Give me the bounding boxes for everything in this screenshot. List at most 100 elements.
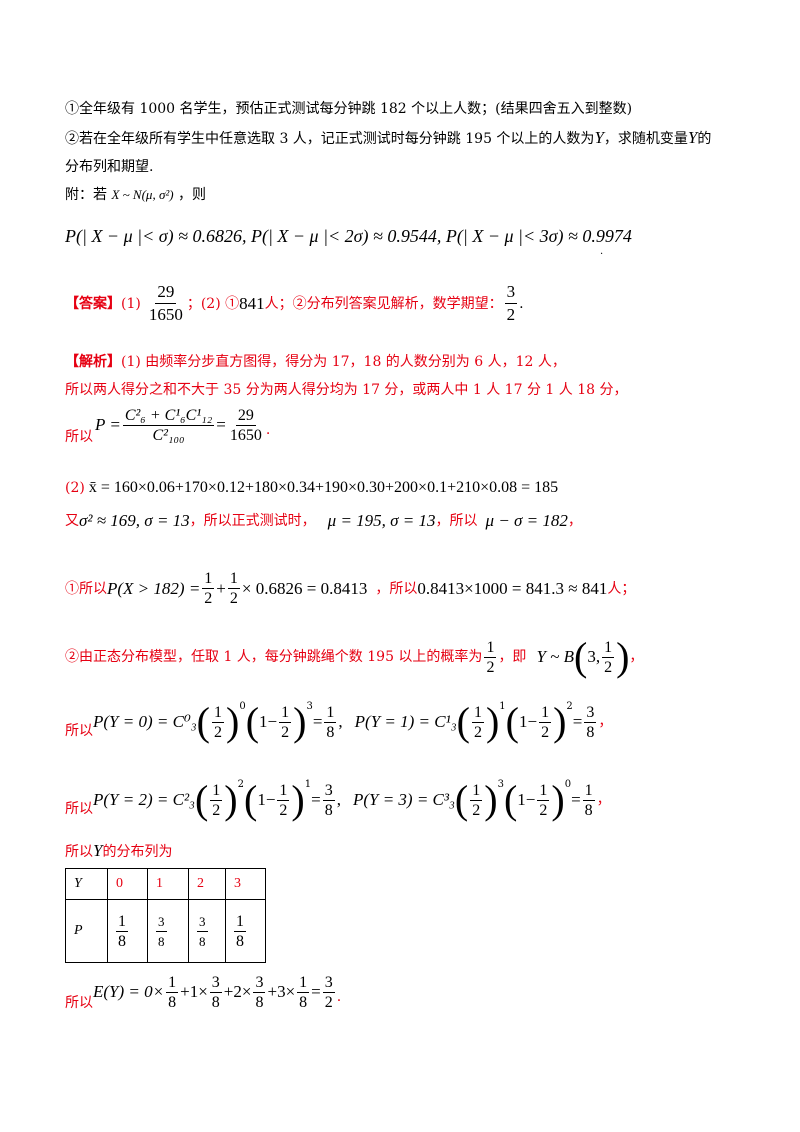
table-row-y: Y 0 1 2 3 [65, 868, 266, 900]
paren-right: ) [293, 699, 307, 744]
q1-calc: 0.8413×1000 = 841.3 ≈ 841 [417, 578, 608, 598]
frac-num: 1 [210, 781, 223, 801]
frac-den: 8 [118, 932, 126, 950]
q2-mid: ，即 [498, 649, 527, 665]
answer-rest: 人；②分布列答案见解析，数学期望： [264, 295, 503, 312]
frac-num: 29 [235, 406, 256, 426]
q1-mid: ，所以 [375, 580, 418, 597]
label-you: 又 [65, 513, 79, 529]
frac-num: 1 [602, 638, 615, 658]
binomial-n: 3, [587, 647, 601, 666]
one-minus: 1− [518, 712, 538, 731]
part2-label: (2) [65, 480, 85, 496]
frac-num: 3 [322, 973, 335, 993]
frac-num: 1 [212, 703, 224, 723]
paren-left: ( [243, 777, 258, 822]
frac-num: 1 [166, 973, 179, 993]
equals: = [571, 790, 581, 809]
frac-num: 1 [484, 638, 497, 658]
appendix-suffix: ，则 [178, 187, 207, 203]
comma: ， [567, 513, 582, 529]
frac-num: 1 [227, 570, 240, 589]
label-suoyi: 所以 [65, 801, 93, 817]
question-line-2a: ②若在全年级所有学生中任意选取 3 人，记正式测试时每分钟跳 195 个以上的人… [65, 131, 595, 147]
frac-num: 3 [209, 973, 222, 993]
analysis-line-2: 所以两人得分之和不大于 35 分为两人得分均为 17 分，或两人中 1 人 17… [65, 382, 628, 398]
frac-den: 2 [324, 993, 333, 1011]
frac-den: 2 [539, 801, 548, 819]
p-result-frac: 29 1650 [228, 407, 264, 444]
frac-num: 1 [471, 703, 484, 723]
frac-den: 2 [229, 590, 238, 607]
table-cell-y1: 1 [147, 868, 189, 900]
frac-den: 8 [324, 801, 333, 819]
question-line-2b: ，求随机变量 [603, 131, 688, 147]
answer-period: . [519, 295, 524, 312]
one-minus: 1− [517, 790, 536, 809]
exp-2: 2 [566, 701, 573, 712]
paren-right: ) [553, 699, 567, 744]
paren-left: ( [505, 699, 519, 744]
frac-num: 3 [584, 703, 597, 723]
answer-part2: ；(2) ① [186, 295, 240, 312]
plus-1x: +1× [180, 982, 208, 1001]
answer-line: 【答案】 (1) 29 1650 ；(2) ① 841 人；②分布列答案见解析，… [65, 282, 524, 325]
frac-num: 1 [537, 781, 550, 801]
paren-left: ( [454, 777, 469, 822]
frac-den: 8 [255, 993, 264, 1011]
equals: = [311, 982, 321, 1001]
dist-title-suffix: 的分布列为 [102, 844, 173, 860]
table-cell-y0: 0 [107, 868, 148, 900]
equals: = [311, 790, 321, 809]
one-minus: 1− [257, 790, 276, 809]
frac-den: C²₁₀₀ [152, 426, 185, 444]
frac-num: 3 [504, 282, 518, 304]
frac-den: 2 [473, 723, 482, 741]
frac-num: 1 [116, 912, 128, 932]
exp-3: 3 [497, 779, 504, 790]
paren-right: ) [616, 634, 630, 679]
frac-num: 1 [470, 781, 483, 801]
comma: , [338, 712, 343, 731]
q1-prefix: ①所以 [65, 580, 107, 597]
q1-end: 人； [607, 580, 636, 597]
mean-line: (2) x̄ = 160×0.06+170×0.12+180×0.34+190×… [65, 479, 558, 497]
frac-den: 8 [584, 801, 593, 819]
mu-mid-text: ，所以 [435, 513, 478, 529]
analysis-probability-line: 所以 P = C²₆ + C¹₆C¹₁₂ C²₁₀₀ = 29 1650 . [65, 404, 270, 446]
paren-left: ( [456, 699, 470, 744]
dist-title-prefix: 所以 [65, 844, 93, 860]
plus-2x: +2× [223, 982, 252, 1001]
analysis-label: 【解析】 [65, 354, 121, 370]
table-header-p: P [65, 899, 108, 963]
var-y: Y [93, 841, 103, 860]
frac-den: 2 [541, 723, 550, 741]
paren-left: ( [245, 699, 260, 744]
frac-num: 1 [297, 973, 310, 993]
binomial-dist: Y ~ B [536, 647, 574, 666]
dot-mark: . [600, 246, 604, 257]
distribution-title: 所以Y的分布列为 [65, 842, 172, 861]
frac-den: 8 [158, 933, 165, 949]
answer-part1: (1) [121, 295, 141, 312]
mu-expression: μ = 195, σ = 13 [327, 511, 436, 530]
frac-den: 2 [212, 801, 221, 819]
frac-den: 2 [486, 658, 495, 676]
frac-num: C²₆ + C¹₆C¹₁₂ [122, 406, 215, 426]
frac-num: 3 [156, 913, 167, 932]
frac-den: 2 [506, 305, 516, 324]
py0-expr: P(Y = 0) = C⁰₃ [93, 712, 197, 731]
paren-left: ( [573, 634, 588, 679]
table-cell-y3: 3 [225, 868, 266, 900]
comma: ， [598, 714, 613, 730]
